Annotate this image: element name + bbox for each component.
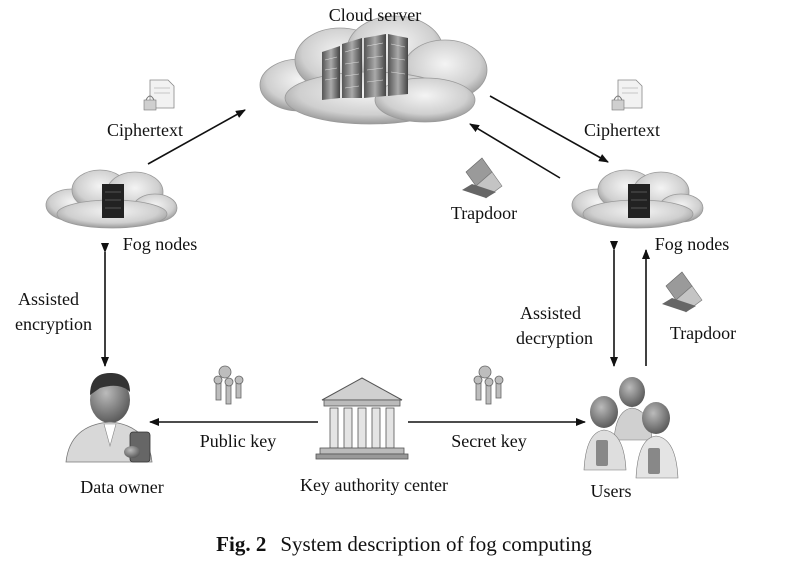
- fog-nodes-right-label: Fog nodes: [654, 234, 730, 254]
- assisted-encryption-label-line1: Assisted: [18, 289, 80, 309]
- trapdoor-top-label: Trapdoor: [450, 203, 518, 223]
- public-key-label: Public key: [199, 431, 277, 451]
- arrow-fog-to-cloud: [147, 109, 246, 165]
- assisted-decryption-label-line2: decryption: [516, 328, 593, 348]
- fog-node-icon: [571, 169, 704, 229]
- data-owner-icon: [65, 372, 153, 463]
- trapdoor-right-label: Trapdoor: [669, 323, 737, 343]
- cloud-server-icon: [259, 15, 488, 125]
- arrow-fog-trapdoor-to-cloud: [469, 123, 561, 179]
- building-icon: [315, 377, 409, 460]
- trapdoor-icon: [662, 271, 703, 313]
- ciphertext-right-label: Ciphertext: [584, 120, 660, 140]
- figure-number: Fig. 2: [216, 532, 267, 556]
- secret-key-label: Secret key: [451, 431, 527, 451]
- users-icon: [583, 377, 679, 479]
- figure-caption: Fig. 2 System description of fog computin…: [0, 532, 808, 557]
- data-owner-label: Data owner: [80, 477, 164, 497]
- keys-icon: [213, 365, 244, 405]
- ciphertext-left-label: Ciphertext: [107, 120, 183, 140]
- cloud-server-label: Cloud server: [328, 5, 422, 25]
- keys-icon: [473, 365, 504, 405]
- assisted-decryption-label-line1: Assisted: [520, 303, 582, 323]
- trapdoor-icon: [462, 157, 503, 199]
- users-label: Users: [590, 481, 632, 501]
- arrow-cloud-to-fog: [489, 95, 609, 163]
- document-lock-icon: [611, 79, 643, 111]
- assisted-encryption-label-line2: encryption: [15, 314, 92, 334]
- fog-node-icon: [45, 169, 178, 229]
- key-authority-center-label: Key authority center: [300, 475, 448, 495]
- document-lock-icon: [143, 79, 175, 111]
- figure-caption-text: System description of fog computing: [280, 532, 592, 556]
- fog-nodes-left-label: Fog nodes: [122, 234, 198, 254]
